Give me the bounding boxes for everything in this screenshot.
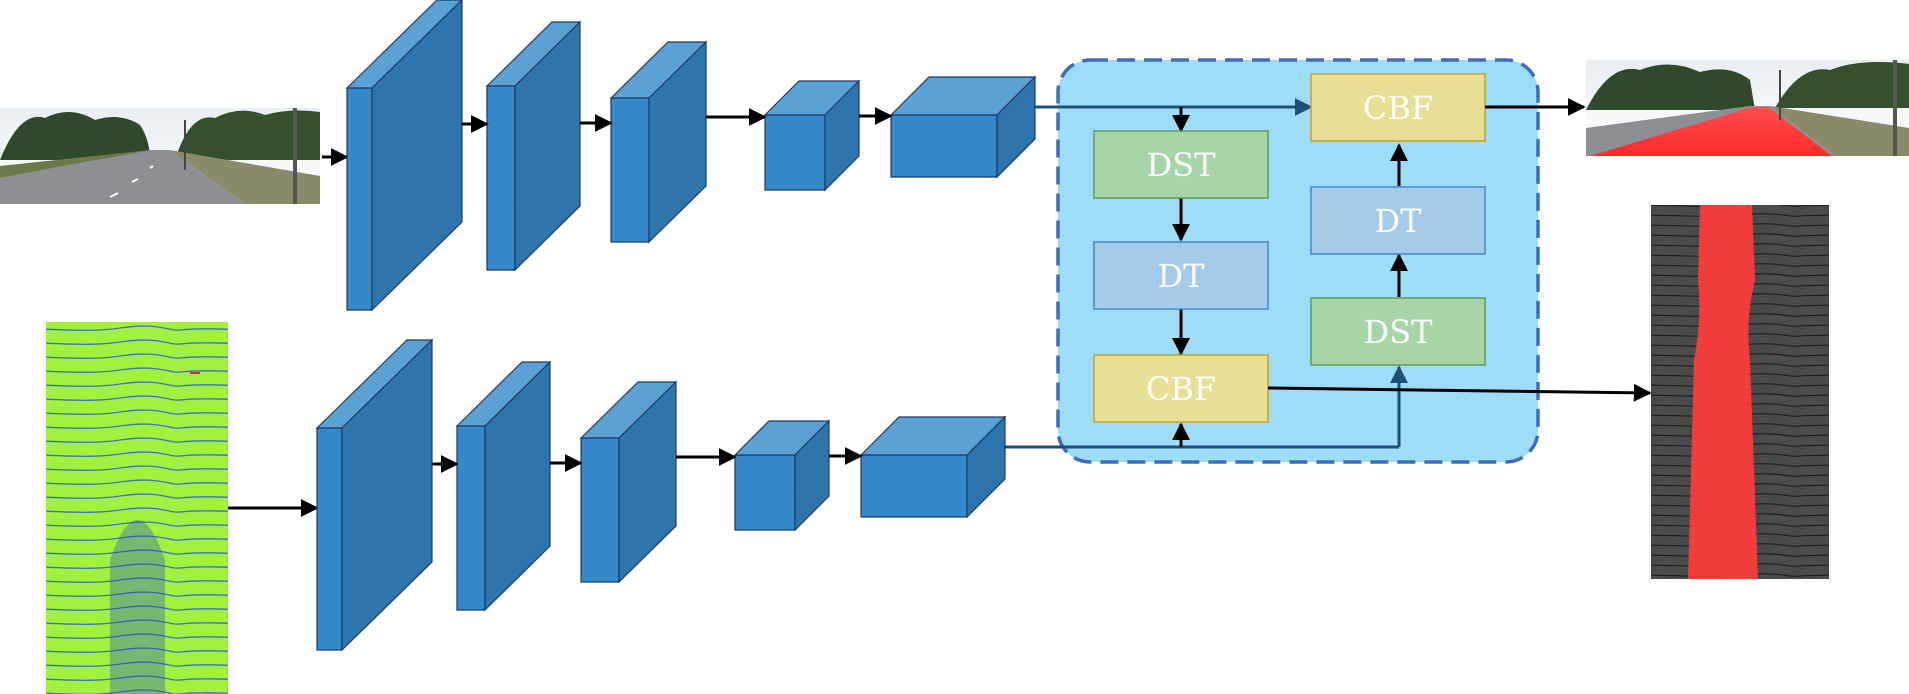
lidar-encoder-block-2-front (456, 425, 486, 611)
fusion-right-dt-block: DT (1310, 186, 1486, 255)
camera-encoder-block-1-side (371, 0, 463, 312)
lidar-output-image (1651, 205, 1829, 579)
fusion-right-dst-block: DST (1310, 297, 1486, 366)
lidar-encoder-block-4-front (734, 454, 796, 531)
fusion-right-dst-label: DST (1364, 313, 1434, 351)
camera-encoder-block-1-front (346, 87, 373, 311)
lidar-encoder-block-3 (579, 380, 678, 584)
output-arrow-lidar (1267, 383, 1652, 402)
fusion-left-cbf-label: CBF (1146, 370, 1216, 408)
fusion-right-cbf-label: CBF (1363, 89, 1433, 127)
fusion-connectors (1004, 98, 1408, 449)
lidar-encoder-block-2 (455, 360, 552, 612)
lidar-encoder-block-5-front (860, 454, 968, 518)
lidar-encoder-block-4-side (794, 419, 830, 532)
camera-encoder-block-1-top (345, 0, 463, 89)
camera-encoder-block-5-side (996, 75, 1036, 179)
camera-encoder-block-4-side (824, 79, 860, 192)
lidar-encoder-block-4 (733, 419, 831, 532)
camera-encoder-block-1 (345, 0, 463, 312)
camera-encoder-block-2-side (514, 20, 581, 272)
camera-encoder (322, 0, 1037, 312)
camera-encoder-block-2 (485, 20, 582, 272)
lidar-encoder (228, 338, 1007, 652)
lidar-encoder-block-3-side (618, 380, 677, 584)
camera-encoder-block-3-front (610, 97, 650, 243)
lidar-encoder-block-2-side (484, 360, 551, 612)
camera-output-image (1586, 60, 1909, 156)
fusion-left-dt-label: DT (1158, 257, 1206, 295)
lidar-encoder-block-1-side (341, 338, 433, 652)
camera-encoder-block-4 (763, 79, 861, 192)
lidar-input-image (46, 322, 228, 694)
lidar-encoder-block-1 (315, 338, 434, 652)
camera-input-image (0, 108, 320, 204)
fusion-right-dt-label: DT (1375, 202, 1423, 240)
camera-encoder-block-3 (609, 40, 708, 244)
fusion-left-dst-block: DST (1093, 130, 1269, 199)
camera-encoder-block-2-front (486, 85, 516, 271)
fusion-right-cbf-block: CBF (1310, 73, 1486, 142)
lidar-encoder-block-5 (859, 415, 1007, 519)
fusion-left-dst-label: DST (1147, 146, 1217, 184)
camera-encoder-block-5-front (890, 114, 998, 178)
fusion-left-dt-block: DT (1093, 241, 1269, 310)
lidar-encoder-block-5-side (966, 415, 1006, 519)
lidar-encoder-block-3-front (580, 437, 620, 583)
fusion-left-cbf-block: CBF (1093, 354, 1269, 423)
camera-encoder-block-5 (889, 75, 1037, 179)
camera-encoder-block-4-front (764, 114, 826, 191)
lidar-encoder-block-1-front (316, 427, 343, 651)
camera-encoder-block-3-side (648, 40, 707, 244)
